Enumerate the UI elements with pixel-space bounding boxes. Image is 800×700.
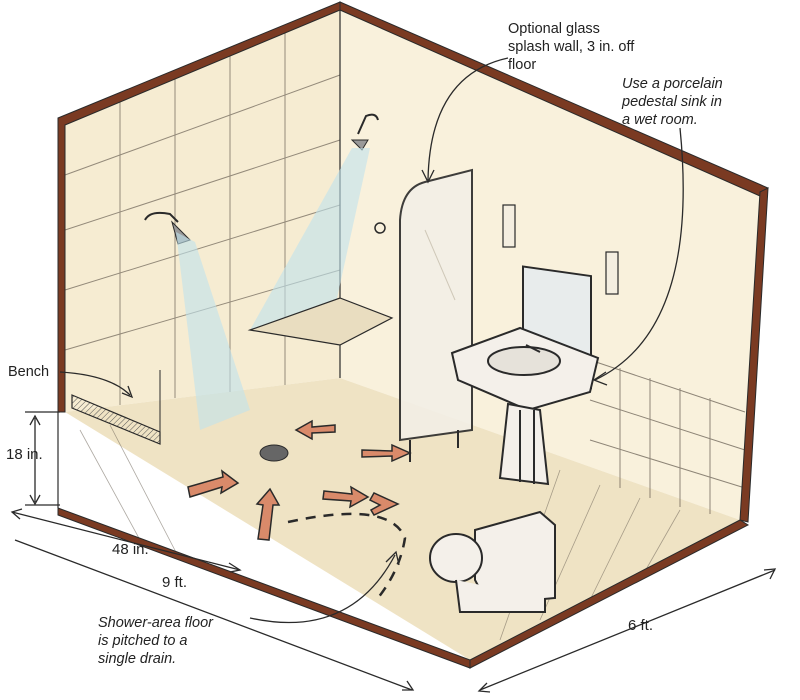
shower-spray <box>176 232 250 430</box>
wainscot-tiles <box>589 359 746 514</box>
annotation-line: a wet room. <box>622 112 698 128</box>
drain-icon <box>259 444 289 462</box>
corner-shelf <box>247 297 394 346</box>
bench-height-dimension: 18 in. <box>6 446 43 463</box>
wall-tiles <box>64 33 341 405</box>
sconce-right <box>605 251 619 295</box>
glass-wall-note: Optional glass splash wall, 3 in. off fl… <box>508 20 634 74</box>
pitch-boundary <box>287 512 407 599</box>
annotation-line: Optional glass <box>508 21 600 37</box>
annotation-line: pedestal sink in <box>622 94 722 110</box>
leader-lines <box>59 57 684 624</box>
annotation-line: floor <box>508 57 537 73</box>
floor-pitch-arrows <box>187 419 412 541</box>
dimension-lines <box>10 411 777 693</box>
annotation-line: Use a porcelain <box>622 76 723 92</box>
shower-head-right <box>250 113 379 330</box>
room-width-dimension: 6 ft. <box>628 617 654 634</box>
shower-valve-icon <box>374 222 386 234</box>
room-length-dimension: 9 ft. <box>162 574 188 591</box>
annotation-line: Shower-area floor <box>98 615 213 631</box>
bench <box>71 394 161 445</box>
floor <box>65 378 740 660</box>
pedestal-sink <box>450 326 600 486</box>
wall-outline <box>57 1 769 669</box>
toilet <box>429 510 556 613</box>
pedestal-sink-note: Use a porcelain pedestal sink in a wet r… <box>622 75 723 129</box>
annotation-line: is pitched to a <box>98 633 188 649</box>
annotation-line: single drain. <box>98 651 177 667</box>
floor-pitch-note: Shower-area floor is pitched to a single… <box>98 614 213 668</box>
annotation-line: splash wall, 3 in. off <box>508 39 635 55</box>
bench-label: Bench <box>8 364 50 380</box>
bench-length-dimension: 48 in. <box>112 541 149 558</box>
sconce-left <box>502 204 516 248</box>
shower-spray <box>250 148 370 330</box>
shower-head-left <box>144 211 250 430</box>
glass-splash-wall <box>399 168 473 462</box>
